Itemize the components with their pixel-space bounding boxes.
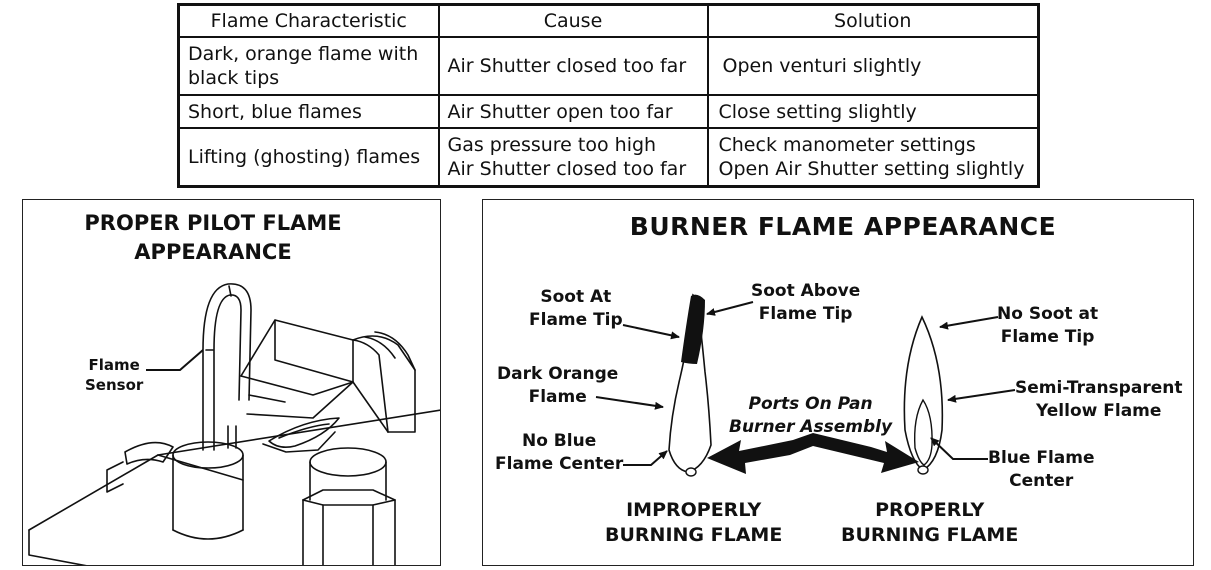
burner-flame-title: BURNER FLAME APPEARANCE xyxy=(629,212,1057,241)
characteristic-cell: Dark, orange flame with black tips xyxy=(177,35,440,97)
header-cause: Cause xyxy=(437,3,709,38)
label-line: Burner Assembly xyxy=(729,417,893,437)
label-line: Ports On Pan xyxy=(748,394,873,414)
semi-transparent-label: Semi-Transparent Yellow Flame xyxy=(1015,377,1182,423)
cause-cell: Air Shutter closed too far xyxy=(437,35,709,97)
label-line: Flame Tip xyxy=(758,304,853,324)
table-row: Lifting (ghosting) flames Gas pressure t… xyxy=(177,127,1040,188)
table-header-row: Flame Characteristic Cause Solution xyxy=(177,3,1040,38)
cell-text: Lifting (ghosting) flames xyxy=(188,146,421,169)
label-line: Blue Flame xyxy=(988,448,1095,468)
label-line: No Blue xyxy=(521,431,597,451)
label-line: Flame Center xyxy=(495,454,624,474)
soot-above-tip-label: Soot Above Flame Tip xyxy=(751,280,860,326)
solution-cell: Close setting slightly xyxy=(706,94,1040,130)
soot-at-tip-label: Soot At Flame Tip xyxy=(529,286,623,332)
label-line: Flame xyxy=(88,356,140,374)
improper-flame-caption: IMPROPERLY BURNING FLAME xyxy=(605,498,782,548)
cell-text: Air Shutter closed too far xyxy=(447,55,687,78)
label-line: BURNING FLAME xyxy=(605,524,783,546)
label-line: PROPERLY xyxy=(875,499,985,521)
ports-label: Ports On Pan Burner Assembly xyxy=(729,393,892,439)
characteristic-cell: Short, blue flames xyxy=(177,94,440,130)
cell-text: Gas pressure too high xyxy=(447,134,657,157)
label-line: Flame Tip xyxy=(1000,327,1095,347)
label-line: IMPROPERLY xyxy=(626,499,762,521)
cell-text: Open venturi slightly xyxy=(722,55,922,78)
title-line: APPEARANCE xyxy=(134,240,292,264)
label-line: Yellow Flame xyxy=(1036,401,1162,421)
solution-cell: Open venturi slightly xyxy=(706,35,1040,97)
cause-cell: Gas pressure too high Air Shutter closed… xyxy=(437,127,709,188)
no-blue-center-label: No Blue Flame Center xyxy=(495,430,623,476)
cell-text: Air Shutter open too far xyxy=(447,100,673,123)
table-row: Dark, orange flame with black tips Air S… xyxy=(177,35,1040,97)
label-line: Semi-Transparent xyxy=(1015,378,1183,398)
cell-text: Check manometer settings xyxy=(718,134,976,157)
cell-text: Dark, orange flame with xyxy=(188,43,419,66)
solution-cell: Check manometer settings Open Air Shutte… xyxy=(706,127,1040,188)
flame-sensor-label: Flame Sensor xyxy=(85,355,143,395)
label-line: BURNING FLAME xyxy=(841,524,1019,546)
label-line: Dark Orange xyxy=(497,364,619,384)
no-soot-label: No Soot at Flame Tip xyxy=(997,303,1098,349)
title-line: PROPER PILOT FLAME xyxy=(84,211,342,235)
cell-text: Short, blue flames xyxy=(188,100,362,123)
burner-flame-figure: BURNER FLAME APPEARANCE Soot At Flame Ti… xyxy=(482,199,1194,566)
characteristic-cell: Lifting (ghosting) flames xyxy=(177,127,440,188)
cause-cell: Air Shutter open too far xyxy=(437,94,709,130)
pilot-flame-figure: PROPER PILOT FLAME APPEARANCE Flame Sens… xyxy=(22,199,441,566)
pilot-flame-title: PROPER PILOT FLAME APPEARANCE xyxy=(63,209,363,267)
label-line: Center xyxy=(1009,471,1074,491)
cell-text: Air Shutter closed too far xyxy=(447,158,687,181)
header-solution: Solution xyxy=(706,3,1040,38)
cell-text: black tips xyxy=(188,67,280,90)
label-line: Sensor xyxy=(85,376,144,394)
label-line: Flame Tip xyxy=(529,310,623,330)
label-line: Flame xyxy=(528,387,587,407)
blue-center-label: Blue Flame Center xyxy=(988,447,1095,493)
label-line: Soot Above xyxy=(751,281,861,301)
label-line: Soot At xyxy=(540,287,612,307)
pilot-assembly-drawing xyxy=(28,283,440,565)
proper-flame-caption: PROPERLY BURNING FLAME xyxy=(841,498,1018,548)
burner-flames-drawing xyxy=(595,293,1016,477)
label-line: No Soot at xyxy=(997,304,1099,324)
table-row: Short, blue flames Air Shutter open too … xyxy=(177,94,1040,130)
dark-orange-flame-label: Dark Orange Flame xyxy=(497,363,618,409)
troubleshooting-table: Flame Characteristic Cause Solution Dark… xyxy=(177,3,1040,188)
cell-text: Open Air Shutter setting slightly xyxy=(718,158,1025,181)
cell-text: Close setting slightly xyxy=(718,100,917,123)
header-flame-characteristic: Flame Characteristic xyxy=(177,3,440,38)
